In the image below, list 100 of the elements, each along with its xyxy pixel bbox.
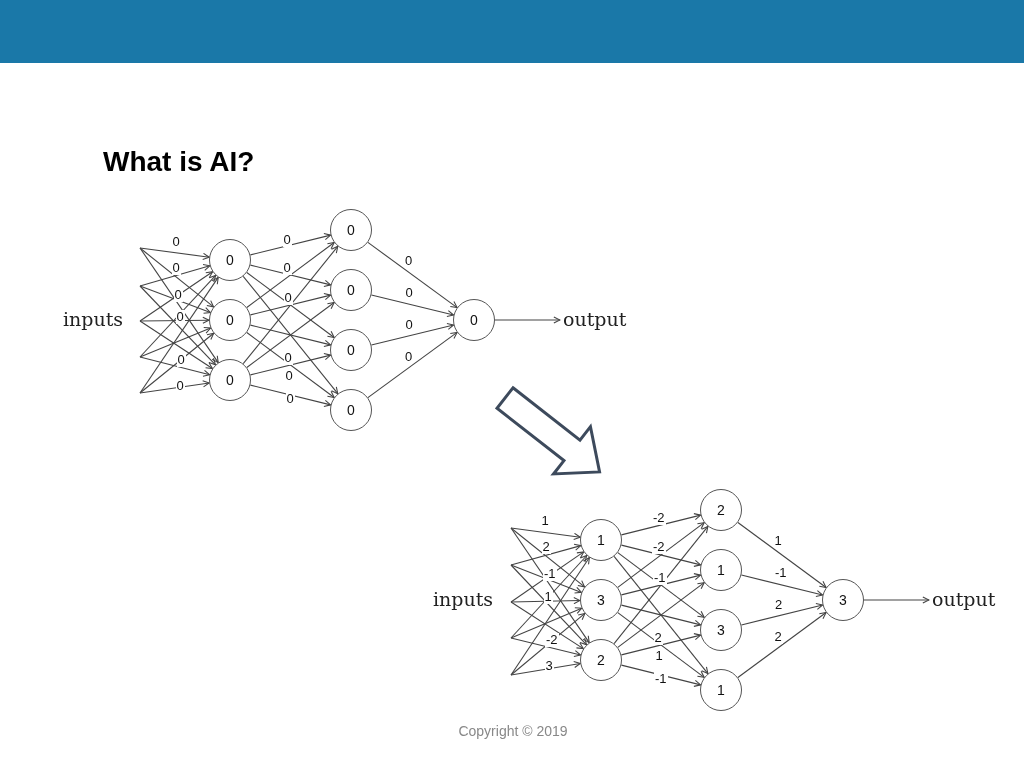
neuron-circle: 3 [580,579,622,621]
weight-label: 3 [544,659,554,673]
arrow [139,380,210,394]
arrow [620,573,702,596]
arrow [613,525,709,645]
neuron-circle: 3 [822,579,864,621]
arrow [510,564,588,646]
arrow [246,271,335,339]
arrow [249,384,332,407]
arrow [510,607,583,639]
arrow [510,597,581,605]
arrow [620,513,702,536]
weight-label: -1 [653,571,667,585]
weight-label: 1 [540,514,550,528]
output-label: output [932,588,996,610]
edge-label: 2 [773,598,784,612]
arrow [249,233,332,256]
neuron-circle: 0 [330,389,372,431]
arrow [242,245,339,365]
arrow [510,554,588,639]
weight-label: 0 [283,291,293,305]
arrow [139,271,214,322]
weight-label: 2 [541,540,551,554]
arrow [620,604,702,627]
arrow [139,326,212,358]
arrow [139,332,215,394]
arrow [740,602,824,626]
neuron-circle: 1 [580,519,622,561]
arrow [246,301,335,369]
arrow [737,521,827,589]
arrow [249,264,332,287]
edge-label: -1 [773,566,788,580]
arrow [139,247,219,364]
arrow [242,275,339,395]
weight-label: -1 [543,567,557,581]
neuron-circle: 2 [580,639,622,681]
arrow [620,633,702,656]
arrow [617,612,705,678]
copyright-text: Copyright © 2019 [457,724,569,738]
weight-label: 0 [176,353,186,367]
neuron-circle: 3 [700,609,742,651]
arrow [139,264,211,287]
edge-label: 1 [773,533,783,548]
arrow [510,527,590,644]
inputs-label: inputs [62,308,125,330]
arrow [510,556,590,676]
edge-label: 0 [404,318,414,332]
neuron-circle: 0 [209,239,251,281]
weight-label: 0 [282,261,292,275]
weight-label: 2 [653,631,663,645]
output-label: output [563,308,627,330]
arrow [370,322,455,346]
neuron-circle: 0 [330,209,372,251]
weight-label: 0 [283,351,293,365]
arrow [620,544,702,567]
arrow [139,285,217,366]
arrow [370,294,455,318]
arrow [510,527,581,540]
arrow [613,555,709,675]
arrow [139,247,215,308]
arrow [139,320,213,370]
arrow [249,293,332,316]
arrow [510,637,582,658]
weight-label: 0 [284,369,294,383]
edge-label: 0 [404,253,414,268]
weight-label: 0 [175,379,185,393]
weight-label: 1 [543,590,553,604]
arrow [367,241,458,309]
arrow [510,551,585,603]
weight-label: 0 [175,310,185,324]
arrow [510,543,582,566]
arrow [249,353,332,376]
weight-label: 0 [173,288,183,302]
arrow [249,324,332,347]
arrow [139,285,211,314]
neuron-circle: 0 [209,299,251,341]
edge-label: 2 [773,630,783,645]
arrow [620,664,702,687]
arrow [737,611,827,679]
weight-label: -2 [652,540,666,554]
weight-label: -1 [654,672,668,686]
arrow [863,596,930,604]
slide-title: What is AI? [103,146,255,178]
weight-label: 0 [171,235,181,249]
arrow [139,316,210,324]
edge-label: 0 [404,286,414,300]
neuron-circle: 0 [209,359,251,401]
arrow [139,276,219,394]
weight-label: 0 [282,233,292,247]
arrow [494,316,561,324]
weight-label: 0 [171,261,181,275]
arrow [139,274,217,358]
arrow [510,612,586,676]
neuron-circle: 1 [700,669,742,711]
arrow [617,522,705,588]
neuron-circle: 0 [330,269,372,311]
weight-label: -2 [652,511,666,525]
arrow [246,331,335,399]
arrow [510,564,582,594]
arrow [246,241,335,309]
